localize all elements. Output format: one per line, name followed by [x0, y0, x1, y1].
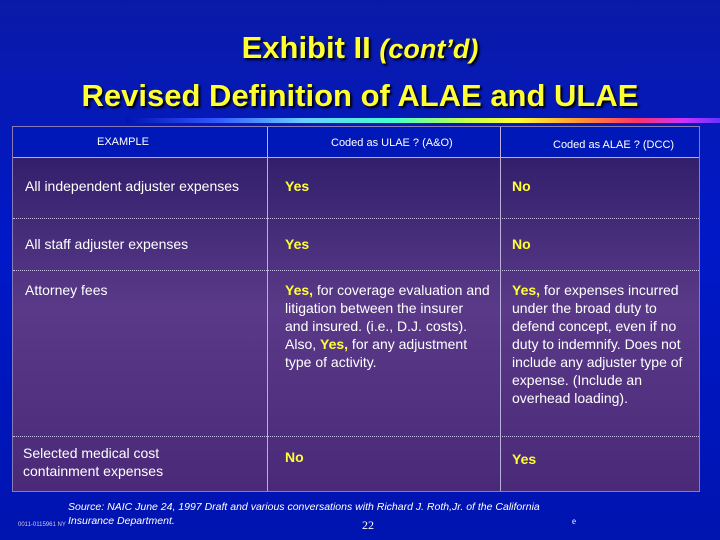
row-divider: [13, 436, 699, 437]
table-row-alae: Yes: [512, 451, 537, 467]
table-row-alae: Yes, for expenses incurred under the bro…: [512, 281, 694, 407]
yes-label: Yes,: [512, 282, 541, 298]
table-row-alae: No: [512, 178, 531, 194]
table-row-example: Selected medical cost containment expens…: [23, 445, 164, 479]
table-row-ulae: Yes, for coverage evaluation and litigat…: [285, 281, 490, 371]
header-alae: Coded as ALAE ? (DCC): [553, 139, 675, 151]
source-note: Source: NAIC June 24, 1997 Draft and var…: [68, 501, 540, 527]
column-divider: [500, 127, 501, 491]
slide-title-line1: Exhibit II (cont’d): [0, 30, 720, 66]
table-row-example: All independent adjuster expenses: [25, 178, 240, 194]
row-divider: [13, 270, 699, 271]
table-header: [13, 127, 699, 158]
table-row-example: Attorney fees: [25, 282, 108, 298]
table-row-alae: No: [512, 236, 531, 252]
table-row-ulae: No: [285, 449, 304, 465]
slide-title-line2: Revised Definition of ALAE and ULAE: [81, 78, 639, 113]
yes-label: Yes,: [285, 282, 314, 298]
ulae-detail: for coverage evaluation and litigation b…: [285, 282, 490, 352]
header-example: EXAMPLE: [97, 136, 149, 148]
alae-detail: for expenses incurred under the broad du…: [512, 282, 683, 406]
title-main: Exhibit II: [241, 30, 371, 65]
page-number: 22: [362, 518, 374, 532]
yes-label: Yes,: [320, 336, 349, 352]
row-divider: [13, 218, 699, 219]
definition-table: EXAMPLE Coded as ULAE ? (A&O) Coded as A…: [12, 126, 700, 492]
header-ulae: Coded as ULAE ? (A&O): [331, 137, 453, 149]
corner-mark: e: [572, 516, 576, 526]
table-row-ulae: Yes: [285, 178, 310, 194]
ulae-detail: for any adjustment type of activity.: [285, 336, 468, 370]
table-row-example: All staff adjuster expenses: [25, 236, 189, 252]
column-divider: [267, 127, 268, 491]
slide-code: 0011-0115961 NY: [18, 522, 66, 528]
table-row-ulae: Yes: [285, 236, 310, 252]
rainbow-divider: [126, 118, 720, 123]
title-italic: (cont’d): [379, 34, 479, 64]
